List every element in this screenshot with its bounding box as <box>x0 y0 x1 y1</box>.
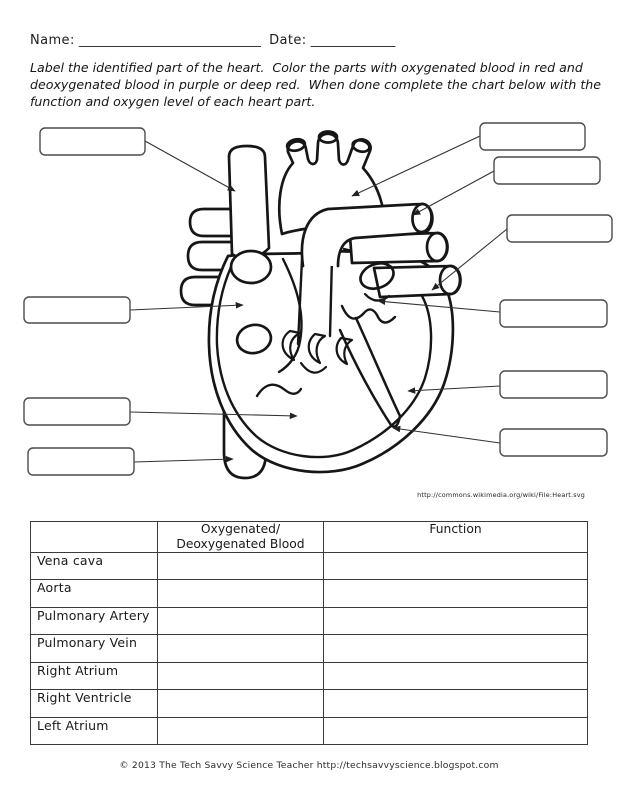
function-cell[interactable] <box>323 606 588 635</box>
blood-cell[interactable] <box>157 716 324 745</box>
right-atrium-oval <box>235 323 273 355</box>
arrow-to-septum <box>392 425 501 444</box>
septum-right-line <box>354 316 402 418</box>
row-label: Pulmonary Vein <box>30 634 158 663</box>
left-pulmonary-vein-1-opening <box>425 231 449 263</box>
blood-cell[interactable] <box>157 634 324 663</box>
row-label: Pulmonary Artery <box>30 606 158 635</box>
mitral-valve <box>340 304 397 324</box>
instructions-line-3: function and oxygen level of each heart … <box>30 94 316 109</box>
arrow-to-right-ventricle <box>129 411 298 420</box>
table-header-row: Oxygenated/ Deoxygenated Blood Function <box>30 521 588 553</box>
table-header-oxygenated-line1: Oxygenated/ <box>200 522 281 536</box>
heart-body-outline <box>207 250 455 474</box>
instructions-text: Label the identified part of the heart. … <box>30 59 602 110</box>
left-pulmonary-vein-2-opening <box>438 264 462 296</box>
function-cell[interactable] <box>323 579 588 608</box>
pulmonary-artery-opening <box>411 202 433 234</box>
aorta-branch-opening-1 <box>285 137 307 153</box>
heart-illustration <box>179 130 462 480</box>
row-label: Right Atrium <box>30 661 158 690</box>
instructions-line-2: deoxygenated blood in purple or deep red… <box>30 77 602 92</box>
table-header-oxygenated-line2: Deoxygenated Blood <box>176 536 305 551</box>
label-box-right-ventricle[interactable] <box>23 397 131 426</box>
name-date-row: Name: ____________________________ Date:… <box>30 33 590 48</box>
function-cell[interactable] <box>323 634 588 663</box>
label-box-right-atrium[interactable] <box>23 296 131 324</box>
valve-cusp-1 <box>281 329 302 362</box>
blood-cell[interactable] <box>157 551 324 580</box>
date-blank-line[interactable]: _____________ <box>310 33 396 48</box>
image-credit-url: http://commons.wikimedia.org/wiki/File:H… <box>417 491 585 499</box>
function-cell[interactable] <box>323 689 588 718</box>
left-atrium-opening <box>359 261 395 291</box>
table-row-pulmonary-vein: Pulmonary Vein <box>30 634 588 663</box>
arrow-to-superior-vena-cava <box>144 140 236 192</box>
function-cell[interactable] <box>323 661 588 690</box>
heart-diagram <box>23 122 613 480</box>
arrow-to-left-atrium <box>377 298 501 313</box>
arrow-to-aorta <box>351 135 481 197</box>
arrow-to-pulmonary-artery <box>412 170 495 216</box>
arrow-to-right-atrium <box>129 302 244 311</box>
arrow-to-left-ventricle <box>407 385 501 394</box>
aorta-branch-opening-2 <box>317 130 339 144</box>
right-pulmonary-vein-1 <box>188 207 240 238</box>
function-cell[interactable] <box>323 551 588 580</box>
heart-parts-table: Oxygenated/ Deoxygenated Blood Function … <box>30 521 588 745</box>
superior-vena-cava-vessel <box>227 144 271 260</box>
name-blank-line[interactable]: ____________________________ <box>78 33 261 48</box>
table-row-aorta: Aorta <box>30 579 588 608</box>
label-box-superior-vena-cava[interactable] <box>39 127 146 156</box>
table-row-pulmonary-artery: Pulmonary Artery <box>30 606 588 635</box>
table-row-left-atrium: Left Atrium <box>30 716 588 745</box>
blood-cell[interactable] <box>157 606 324 635</box>
label-box-left-atrium[interactable] <box>499 299 608 328</box>
right-ventricle-scallop <box>255 383 303 398</box>
label-box-aorta[interactable] <box>479 122 586 151</box>
label-box-pulmonary-vein[interactable] <box>506 214 613 243</box>
left-atrium-arc <box>363 292 391 302</box>
label-box-inferior-vena-cava[interactable] <box>27 447 135 476</box>
septum-left-line <box>338 328 393 427</box>
valve-cusp-3 <box>335 336 354 366</box>
row-label: Vena cava <box>30 551 158 580</box>
table-header-function: Function <box>323 521 588 553</box>
table-header-oxygenated: Oxygenated/ Deoxygenated Blood <box>157 521 324 553</box>
label-box-left-ventricle[interactable] <box>499 370 608 399</box>
blood-cell[interactable] <box>157 661 324 690</box>
table-row-vena-cava: Vena cava <box>30 551 588 580</box>
label-box-pulmonary-artery[interactable] <box>493 156 601 185</box>
pointer-arrows <box>129 135 508 463</box>
instructions-line-1: Label the identified part of the heart. … <box>30 60 583 75</box>
arrow-to-inferior-vena-cava <box>133 455 234 463</box>
table-row-right-atrium: Right Atrium <box>30 661 588 690</box>
valve-cusp-2 <box>307 332 327 365</box>
blood-cell[interactable] <box>157 579 324 608</box>
name-label: Name: <box>30 33 75 48</box>
row-label: Right Ventricle <box>30 689 158 718</box>
row-label: Aorta <box>30 579 158 608</box>
vena-cava-junction <box>229 249 273 285</box>
aortic-root-left <box>296 257 304 346</box>
arrow-to-pulmonary-vein <box>431 228 508 291</box>
aorta-branch-opening-3 <box>351 138 371 154</box>
copyright-footer: © 2013 The Tech Savvy Science Teacher ht… <box>119 760 499 771</box>
table-row-right-ventricle: Right Ventricle <box>30 689 588 718</box>
table-header-blank <box>30 521 158 553</box>
date-label: Date: <box>269 33 307 48</box>
row-label: Left Atrium <box>30 716 158 745</box>
right-atrium-boundary <box>277 257 303 374</box>
aortic-root-right <box>328 255 334 338</box>
label-boxes <box>23 122 613 476</box>
label-box-septum[interactable] <box>499 428 608 457</box>
tricuspid-valve <box>299 361 328 374</box>
function-cell[interactable] <box>323 716 588 745</box>
blood-cell[interactable] <box>157 689 324 718</box>
